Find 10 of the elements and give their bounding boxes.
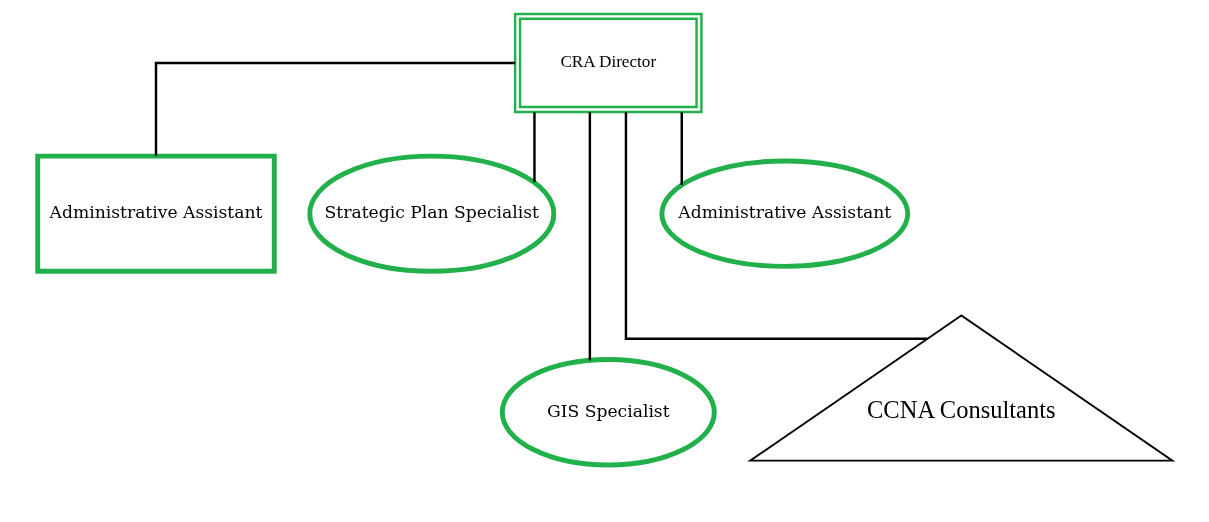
connector xyxy=(532,111,536,182)
connector xyxy=(624,111,927,340)
node-ellipse: GIS Specialist xyxy=(499,356,717,467)
node-ellipse: Strategic Plan Specialist xyxy=(306,153,556,274)
node-box: CRA Director xyxy=(513,12,703,113)
connector xyxy=(154,61,515,156)
node-ellipse: Administrative Assistant xyxy=(658,158,910,269)
connector xyxy=(588,111,591,360)
connector xyxy=(680,111,683,185)
node-box: Administrative Assistant xyxy=(34,153,277,274)
